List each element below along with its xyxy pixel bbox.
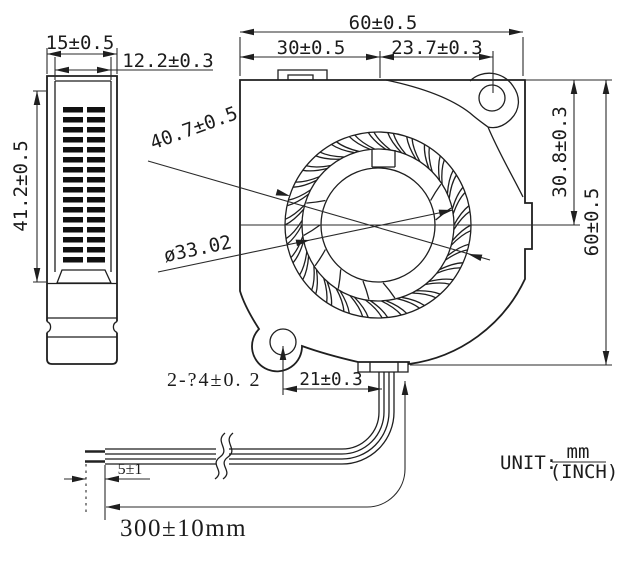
side-view (45, 75, 119, 365)
wire-tip (85, 450, 105, 463)
wire-outlet-block (357, 362, 409, 373)
dim-side-vent-width-label: 12.2±0.3 (122, 50, 214, 72)
impeller-blades (284, 131, 472, 319)
dimensions (33, 28, 612, 520)
mounting-hole-top (478, 84, 506, 112)
dim-overall-width-label: 60±0.5 (349, 12, 418, 34)
dim-center-to-hole-label: 23.7±0.3 (391, 37, 483, 59)
wire-leads (85, 372, 395, 480)
unit-denominator: (INCH) (550, 461, 619, 483)
dim-hole-to-wire-label: 21±0.3 (299, 370, 362, 390)
dim-left-to-center-label: 30±0.5 (277, 37, 346, 59)
dim-side-width-label: 15±0.5 (46, 32, 115, 54)
labels: 15±0.5 12.2±0.3 41.2±0.5 60±0.5 30±0.5 2… (10, 12, 618, 542)
unit-note: UNIT: mm (INCH) (500, 441, 618, 483)
leader-impeller-od (147, 160, 491, 261)
balance-clip (371, 150, 396, 168)
dim-top-to-center-label: 30.8±0.3 (549, 106, 571, 198)
dim-overall-height-label: 60±0.5 (581, 188, 603, 257)
side-view-louvers (63, 107, 105, 263)
unit-numerator: mm (567, 441, 590, 463)
break-symbol (214, 432, 234, 480)
mounting-ear-top (385, 72, 524, 198)
dim-side-height-label: 41.2±0.5 (10, 140, 32, 232)
fan-view (239, 69, 533, 373)
dim-mounting-holes-label: 2-?4±0. 2 (167, 369, 262, 391)
dim-lead-length-label: 300±10mm (120, 515, 247, 542)
top-edge-tab (277, 69, 328, 80)
unit-label: UNIT: (500, 452, 557, 474)
housing-outline (239, 79, 533, 373)
dim-impeller-diameter-label: 40.7±0.5 (147, 102, 241, 154)
dim-strip-length-label: 5±1 (118, 461, 143, 478)
dim-inlet-diameter-label: ø33.02 (162, 231, 234, 267)
